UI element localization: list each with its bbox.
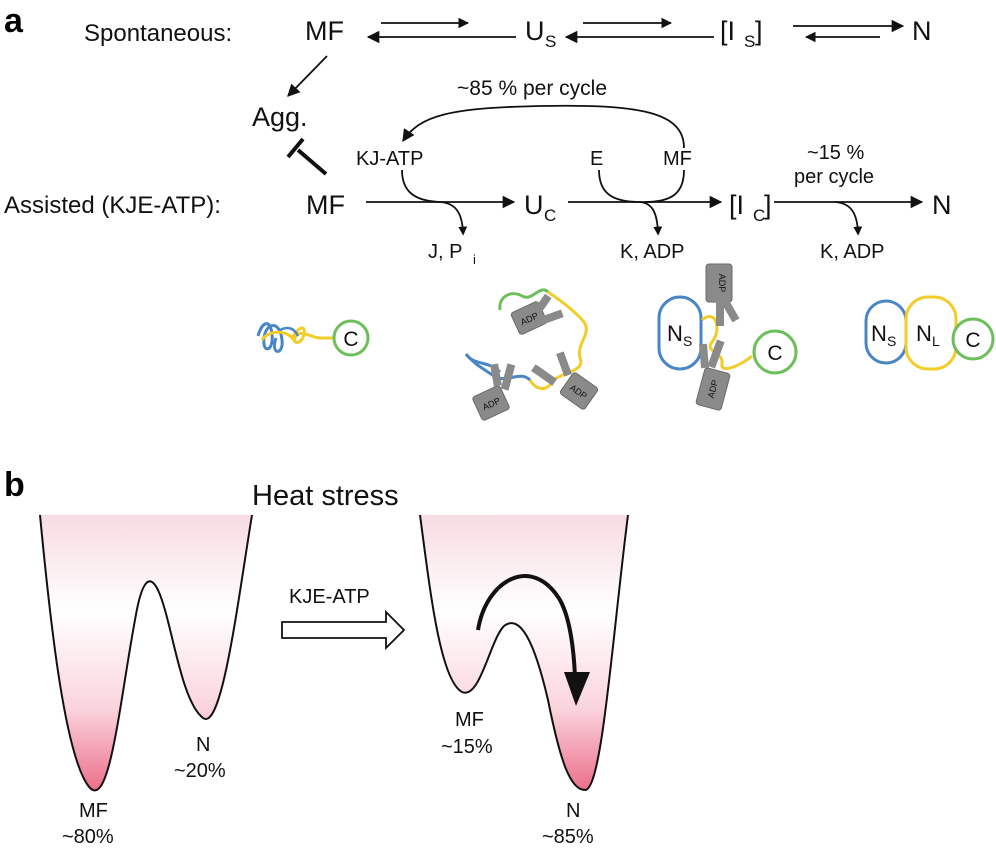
energy-landscape-left (39, 514, 253, 792)
ns-label-2: N S (871, 321, 896, 349)
spont-mf: MF (305, 16, 344, 46)
cartoon-unfolded-chaperones: ADP ADP ADP (464, 288, 599, 421)
right-mf-pct: ~15% (441, 736, 493, 758)
spont-i-close: ] (755, 16, 763, 46)
spont-i-open: [I (720, 16, 735, 46)
energy-landscape-right (419, 514, 629, 792)
release-j-pi-main: J, P (428, 241, 462, 263)
right-n-label: N (566, 800, 580, 822)
assisted-label: Assisted (KJE-ATP): (4, 192, 221, 219)
adp-label-4: ADP (717, 274, 727, 293)
spont-i-species: [I S ] (720, 16, 763, 51)
left-n-pct: ~20% (174, 760, 226, 782)
ns-main-2: N (871, 321, 887, 346)
inhibition-symbol (286, 137, 328, 176)
left-mf-pct: ~80% (62, 826, 114, 848)
mf-small-label: MF (663, 148, 692, 170)
panel-label-b: b (4, 466, 25, 504)
spont-u-main: U (525, 16, 545, 46)
left-mf-label: MF (79, 800, 108, 822)
spont-n: N (912, 16, 932, 46)
cartoon-native: N S N L C (864, 295, 995, 371)
cycle-85-label: ~85 % per cycle (457, 77, 607, 100)
left-n-label: N (196, 734, 210, 756)
assist-u-species: U C (524, 190, 556, 225)
assist-i-sub: C (753, 206, 765, 225)
cartoon-intermediate: N S C ADP ADP (657, 263, 798, 411)
release-j-pi: J, P i (428, 241, 476, 267)
assist-arrows (366, 104, 924, 236)
spont-arrows (287, 17, 905, 97)
kje-atp-arrow (281, 609, 406, 651)
ns-sub-1: S (683, 333, 692, 349)
c-domain-label-2: C (767, 342, 782, 365)
ns-label-1: N S (667, 321, 692, 349)
release-j-pi-sub: i (473, 252, 476, 267)
nl-label: N L (916, 321, 940, 349)
assist-i-species: [I C ] (729, 190, 772, 225)
assist-i-close: ] (764, 190, 772, 220)
spont-u-species: U S (525, 16, 556, 51)
cartoon-misfolded: C (256, 319, 370, 357)
e-label: E (590, 148, 603, 170)
spont-i-sub: S (744, 32, 755, 51)
panel-label-a: a (4, 2, 24, 40)
transition-arrow (476, 574, 577, 679)
spont-u-sub: S (545, 32, 556, 51)
nl-main: N (916, 321, 932, 346)
release-k-adp-2: K, ADP (820, 241, 884, 263)
ns-sub-2: S (887, 333, 896, 349)
right-n-pct: ~85% (542, 826, 594, 848)
nl-sub: L (932, 333, 940, 349)
assist-i-open: [I (729, 190, 744, 220)
assist-mf: MF (306, 190, 345, 220)
spontaneous-label: Spontaneous: (84, 20, 232, 47)
transition-arrowhead (564, 672, 590, 706)
kje-atp-label: KJE-ATP (289, 586, 370, 608)
adp-label-5: ADP (706, 379, 720, 399)
cycle-15-line1: ~15 % (807, 142, 864, 164)
right-mf-label: MF (455, 709, 484, 731)
release-k-adp-1: K, ADP (620, 241, 684, 263)
heat-stress-label: Heat stress (252, 480, 399, 512)
c-domain-label-3: C (965, 329, 980, 352)
assist-u-main: U (524, 190, 544, 220)
kj-atp-label: KJ-ATP (356, 148, 423, 170)
agg-label: Agg. (252, 102, 308, 132)
assist-n: N (932, 190, 952, 220)
c-domain-label-1: C (343, 328, 358, 351)
cycle-15-line2: per cycle (794, 166, 874, 188)
ns-main-1: N (667, 321, 683, 346)
assist-u-sub: C (544, 206, 556, 225)
